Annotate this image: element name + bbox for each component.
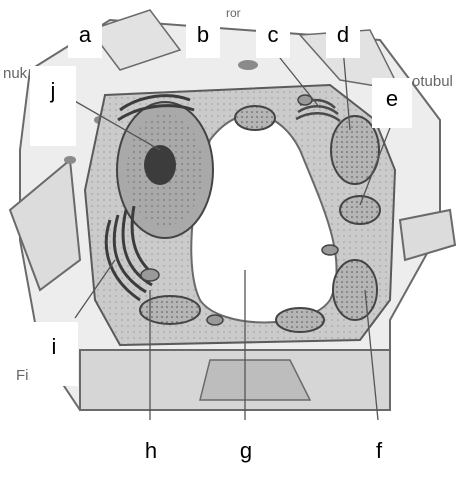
label-a: a: [68, 18, 102, 58]
nucleolus: [144, 145, 176, 185]
label-d: d: [326, 18, 360, 58]
label-e: e: [372, 78, 412, 128]
label-g: g: [231, 440, 261, 466]
label-j: j: [30, 66, 76, 146]
label-h: h: [136, 440, 166, 466]
label-i: i: [30, 322, 78, 386]
label-f: f: [364, 440, 394, 466]
faint-text-otubul: otubul: [412, 73, 453, 90]
label-b: b: [186, 18, 220, 58]
faint-text-nuk: nuk: [3, 65, 27, 82]
faint-text-top: ror: [226, 6, 241, 20]
label-c: c: [256, 18, 290, 58]
